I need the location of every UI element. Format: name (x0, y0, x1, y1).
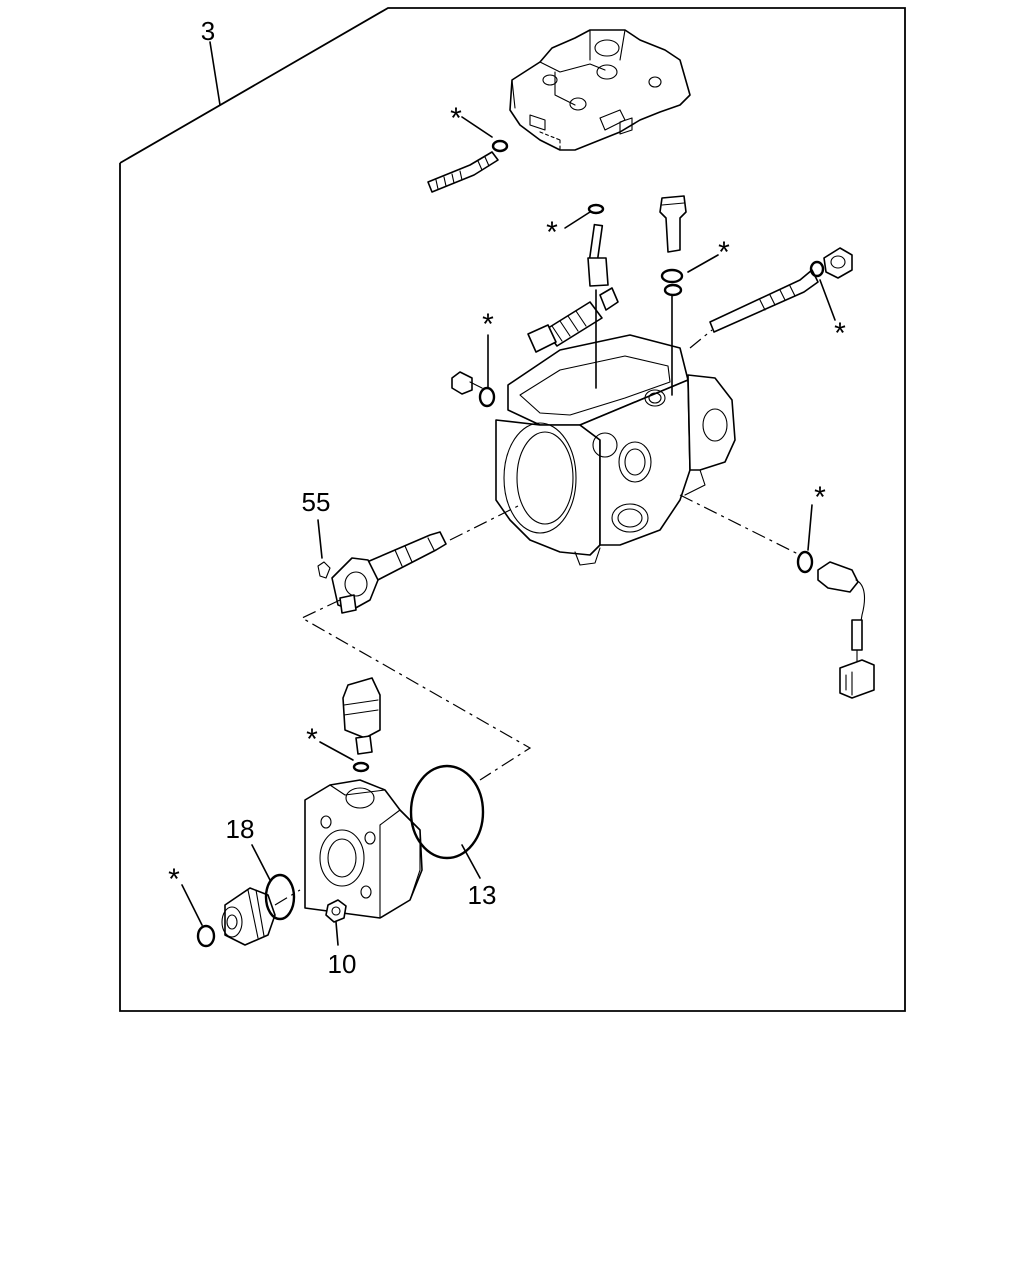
governor-spring (527, 223, 619, 389)
o-ring-13 (409, 764, 485, 860)
delivery-valve-holder (221, 887, 301, 946)
seal-ring-rod (809, 260, 825, 278)
label-10: 10 (328, 949, 357, 979)
gasket-ring-18 (264, 873, 296, 921)
asterisk-mark: * (168, 863, 180, 896)
label-13: 13 (468, 880, 497, 910)
label-3: 3 (201, 16, 215, 46)
leader-asterisk-rod (819, 279, 836, 321)
pin-55 (317, 519, 331, 579)
leader-asterisk-top (461, 116, 493, 138)
leader-asterisk-washer-bottom (181, 884, 203, 926)
washer-left (478, 386, 496, 408)
leader-asterisk-plug (687, 254, 719, 273)
axis-line-shaft (449, 504, 521, 541)
solenoid-valve (342, 677, 381, 755)
seal-ring-sensor (796, 550, 814, 574)
asterisk-mark: * (718, 236, 730, 269)
asterisk-mark: * (306, 723, 318, 756)
asterisk-mark: * (482, 308, 494, 341)
seal-ring-plug-1 (660, 268, 684, 284)
leader-asterisk-spring (564, 211, 591, 229)
leader-13 (461, 844, 481, 879)
drive-shaft (331, 504, 521, 614)
control-rod (709, 247, 853, 333)
governor-cover (509, 29, 691, 151)
label-55: 55 (302, 487, 331, 517)
speed-sensor (679, 494, 875, 699)
pump-housing (495, 334, 736, 566)
nut-10 (325, 899, 347, 946)
asterisk-mark: * (834, 317, 846, 350)
sensor-plug (659, 195, 687, 253)
seal-ring-solenoid (352, 761, 370, 773)
pump-head (304, 779, 423, 919)
seal-ring-top (491, 139, 509, 153)
screw-left (451, 371, 483, 395)
asterisk-mark: * (546, 216, 558, 249)
washer-bottom (196, 924, 216, 948)
seal-ring-plug-2 (663, 283, 683, 297)
asterisk-mark: * (814, 481, 826, 514)
leader-asterisk-sensor (807, 504, 813, 551)
adjust-screw (427, 151, 499, 193)
axis-line-assembly (300, 599, 532, 781)
seal-ring-spring (587, 203, 605, 215)
label-18: 18 (226, 814, 255, 844)
assembly-frame (119, 7, 906, 1012)
asterisk-mark: * (450, 102, 462, 135)
leader-18 (251, 844, 271, 881)
axis-line-rod (689, 329, 713, 349)
leader-asterisk-solenoid (319, 741, 354, 761)
